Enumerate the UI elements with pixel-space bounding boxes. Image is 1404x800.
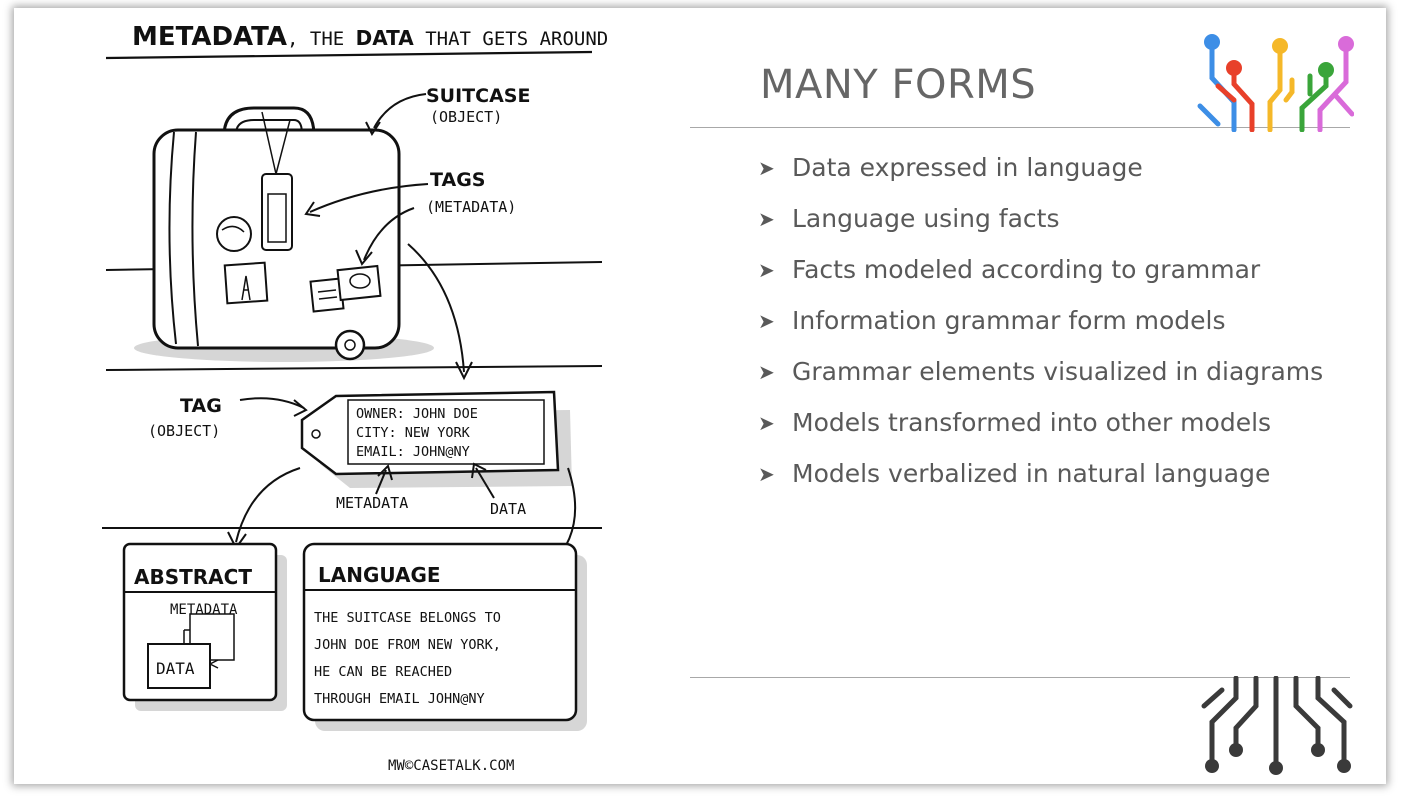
bullet-item: ➤Grammar elements visualized in diagrams [758,357,1324,386]
slide-title: MANY FORMS [760,62,1037,108]
header-metadata: METADATA [132,22,287,52]
bullet-item: ➤Information grammar form models [758,306,1226,335]
credit-text: MW©CASETALK.COM [388,758,514,774]
arrow [375,469,387,495]
tags-sublabel: (METADATA) [426,198,516,216]
arrow-icon: ➤ [758,308,775,333]
bullet-list: ➤Data expressed in language ➤Language us… [758,142,1323,499]
metadata-illustration: METADATA, THE DATA THAT GETS AROUND [102,22,608,774]
tags-label: TAGS [430,169,485,191]
arrow-icon: ➤ [758,461,775,486]
suitcase-label: SUITCASE [426,85,530,107]
abstract-title: ABSTRACT [134,565,252,589]
language-line: THROUGH EMAIL JOHN@NY [314,691,485,707]
bullet-item: ➤Models transformed into other models [758,408,1272,437]
title-divider [690,127,1350,128]
floor-line [105,365,603,371]
footer-divider [690,677,1350,678]
arrow [475,467,495,499]
arrow-icon: ➤ [758,410,775,435]
language-line: JOHN DOE FROM NEW YORK, [314,637,501,653]
abstract-data: DATA [156,659,195,678]
language-box [302,542,587,731]
arrow [363,207,415,261]
slide: METADATA, THE DATA THAT GETS AROUND [14,8,1386,784]
tag-line-email: EMAIL: JOHN@NY [356,444,470,460]
arrow [239,397,305,409]
arrow [373,93,427,129]
header-underline [105,50,593,60]
illustration-header: METADATA, THE DATA THAT GETS AROUND [132,22,608,52]
arrow [407,243,465,373]
tag-label: TAG [180,395,222,417]
arrow [309,183,429,213]
circuit-logo-color [1197,34,1354,132]
arrow-icon: ➤ [758,359,775,384]
tag-sublabel: (OBJECT) [148,422,220,440]
circuit-logo-gray [1201,676,1353,775]
suitcase-sublabel: (OBJECT) [430,108,502,126]
arrow [235,467,301,543]
data-label: DATA [490,500,526,518]
tag-drawing [300,390,572,488]
language-line: THE SUITCASE BELONGS TO [314,610,501,626]
arrow-icon: ➤ [758,155,775,180]
metadata-label: METADATA [336,494,408,512]
abstract-metadata: METADATA [170,602,238,618]
bullet-item: ➤Models verbalized in natural language [758,459,1271,488]
bullet-item: ➤Data expressed in language [758,153,1143,182]
arrow-icon: ➤ [758,206,775,231]
suitcase-drawing [134,106,434,362]
language-title: LANGUAGE [318,563,441,587]
tag-line-city: CITY: NEW YORK [356,425,471,441]
tag-line-owner: OWNER: JOHN DOE [356,406,478,422]
bullet-item: ➤Language using facts [758,204,1060,233]
abstract-box [122,542,287,711]
bullet-item: ➤Facts modeled according to grammar [758,255,1261,284]
arrow-icon: ➤ [758,257,775,282]
language-line: HE CAN BE REACHED [314,664,452,680]
